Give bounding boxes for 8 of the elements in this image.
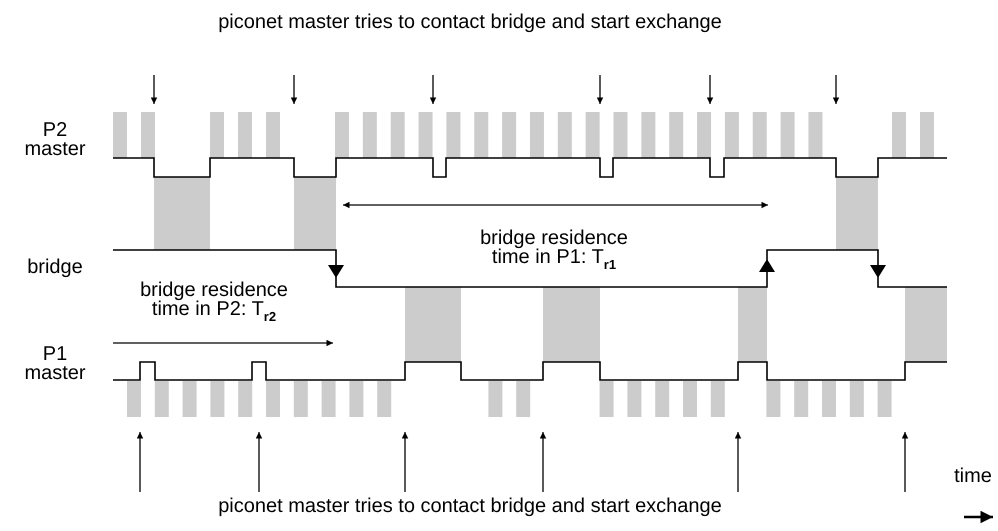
duration-label: bridge residence time in P1: T$_{r1}$ [479, 229, 629, 267]
annotation-text: piconet master tries to contact bridge and start exchange [217, 497, 723, 516]
signal-name: P1 master [23, 345, 87, 383]
duration-label: bridge residence time in P2: T$_{r2}$ [139, 281, 289, 319]
axis-label: time [953, 467, 993, 486]
signal-name: P2 master [23, 121, 87, 159]
signal-name: bridge [26, 258, 84, 277]
annotation-text: piconet master tries to contact bridge and start exchange [217, 13, 723, 32]
